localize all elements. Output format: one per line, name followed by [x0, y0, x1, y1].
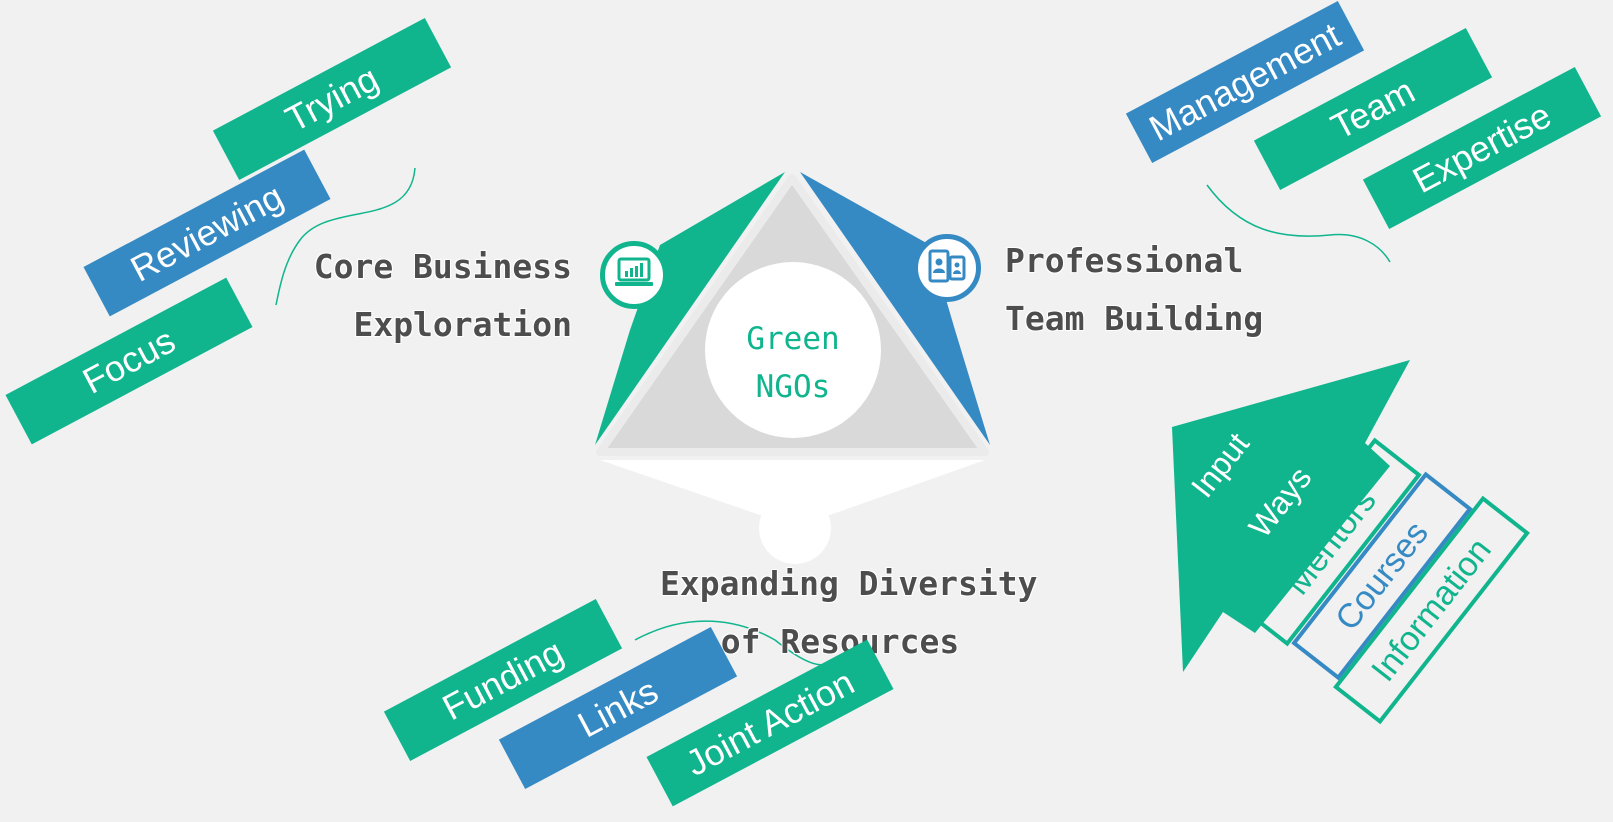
professional-wing — [800, 172, 990, 445]
resources-caption-line1: Expanding Diversity — [660, 564, 1038, 603]
core-business-caption: Core Business Exploration — [300, 238, 572, 354]
resources-funnel-knob — [759, 492, 831, 564]
core-caption-line1: Core Business — [313, 247, 572, 286]
connector-curve-professional — [1206, 184, 1391, 263]
professional-team-caption: Professional Team Building — [1005, 232, 1263, 348]
center-label-line2: NGOs — [755, 369, 831, 405]
core-caption-line2: Exploration — [353, 305, 572, 344]
professional-caption-line1: Professional — [1005, 241, 1244, 280]
input-arrow — [1172, 360, 1410, 672]
resources-funnel — [600, 460, 985, 515]
professional-caption-line2: Team Building — [1005, 299, 1264, 338]
connector-curve-core — [275, 167, 416, 306]
laptop-chart-icon — [613, 256, 655, 295]
professional-icon-circle — [913, 234, 981, 302]
center-circle — [705, 262, 881, 438]
core-wing — [595, 172, 785, 445]
core-icon-circle — [600, 241, 668, 309]
mobile-devices-icon — [926, 249, 968, 288]
center-label: Green NGOs — [713, 315, 873, 411]
center-label-line1: Green — [746, 321, 840, 357]
connector-curve-resources — [634, 620, 831, 666]
